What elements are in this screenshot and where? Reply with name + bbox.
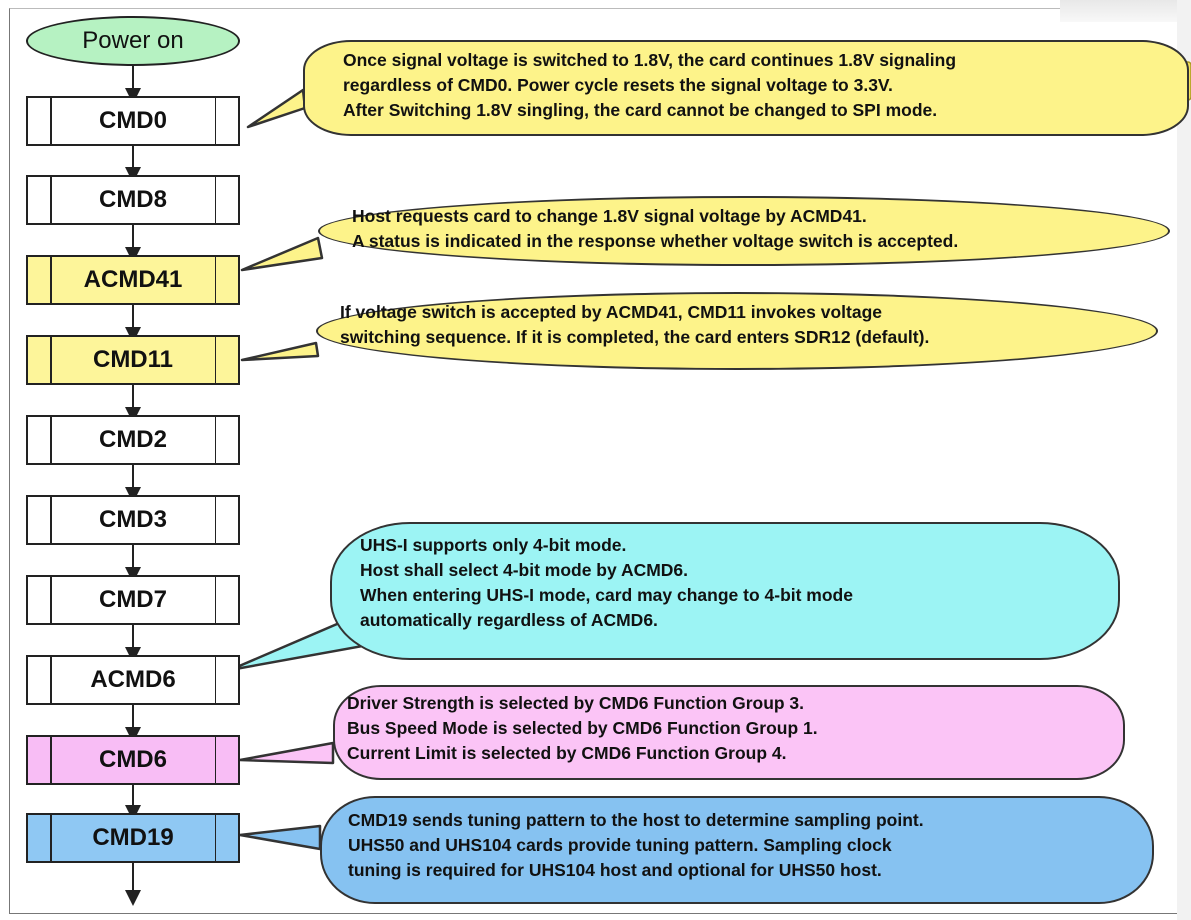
step-acmd41: ACMD41 xyxy=(26,255,240,305)
callout-tail-acmd41 xyxy=(240,236,324,272)
note-cmd0: Once signal voltage is switched to 1.8V,… xyxy=(303,40,1189,136)
scroll-edge xyxy=(1177,0,1191,920)
note-line: Driver Strength is selected by CMD6 Func… xyxy=(347,693,805,713)
step-cmd3: CMD3 xyxy=(26,495,240,545)
step-cmd2: CMD2 xyxy=(26,415,240,465)
note-cmd6: Driver Strength is selected by CMD6 Func… xyxy=(333,685,1125,780)
note-line: CMD19 sends tuning pattern to the host t… xyxy=(348,810,924,830)
step-cmd6: CMD6 xyxy=(26,735,240,785)
step-cmd0: CMD0 xyxy=(26,96,240,146)
note-line: When entering UHS-I mode, card may chang… xyxy=(360,585,853,605)
note-line: After Switching 1.8V singling, the card … xyxy=(343,100,938,120)
callout-tail-cmd0 xyxy=(246,88,307,129)
note-cmd19: CMD19 sends tuning pattern to the host t… xyxy=(320,796,1154,904)
note-line: UHS50 and UHS104 cards provide tuning pa… xyxy=(348,835,892,855)
note-line: Host requests card to change 1.8V signal… xyxy=(352,206,867,226)
step-acmd6: ACMD6 xyxy=(26,655,240,705)
note-line: Host shall select 4-bit mode by ACMD6. xyxy=(360,560,689,580)
callout-tail-cmd11 xyxy=(240,341,320,362)
step-cmd19: CMD19 xyxy=(26,813,240,863)
note-cmd11: If voltage switch is accepted by ACMD41,… xyxy=(316,292,1158,370)
diagram-frame xyxy=(9,8,1178,914)
note-acmd6: UHS-I supports only 4-bit mode. Host sha… xyxy=(330,522,1120,660)
step-cmd11: CMD11 xyxy=(26,335,240,385)
note-line: A status is indicated in the response wh… xyxy=(352,231,959,251)
power-on-terminator: Power on xyxy=(26,16,240,66)
step-cmd7: CMD7 xyxy=(26,575,240,625)
note-line: UHS-I supports only 4-bit mode. xyxy=(360,535,627,555)
note-acmd41: Host requests card to change 1.8V signal… xyxy=(318,196,1170,266)
callout-tail-cmd6 xyxy=(238,741,335,765)
note-line: If voltage switch is accepted by ACMD41,… xyxy=(340,302,883,322)
note-line: automatically regardless of ACMD6. xyxy=(360,610,658,630)
note-line: Bus Speed Mode is selected by CMD6 Funct… xyxy=(347,718,818,738)
note-line: Current Limit is selected by CMD6 Functi… xyxy=(347,743,787,763)
step-cmd8: CMD8 xyxy=(26,175,240,225)
callout-tail-cmd19 xyxy=(238,824,322,851)
window-edge xyxy=(1060,0,1191,22)
note-line: Once signal voltage is switched to 1.8V,… xyxy=(343,50,957,70)
note-line: regardless of CMD0. Power cycle resets t… xyxy=(343,75,893,95)
note-line: tuning is required for UHS104 host and o… xyxy=(348,860,882,880)
note-line: switching sequence. If it is completed, … xyxy=(340,327,930,347)
